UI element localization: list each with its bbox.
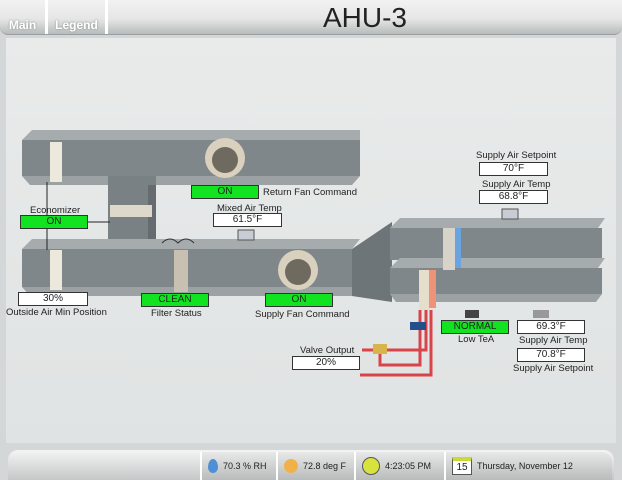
sensor-icon	[533, 310, 549, 318]
low-tea-status[interactable]: NORMAL	[441, 320, 509, 334]
economizer-status[interactable]: ON	[20, 215, 88, 229]
hot-water-pipes	[360, 310, 433, 377]
header-bar: Main Legend AHU-3	[0, 0, 622, 35]
heating-coil-icon	[419, 270, 436, 310]
valve-icon	[373, 322, 426, 354]
supply-duct	[22, 222, 392, 302]
return-fan-label: Return Fan Command	[263, 187, 357, 198]
date-value: Thursday, November 12	[477, 461, 573, 471]
upper-setpoint-value[interactable]: 70°F	[479, 162, 548, 176]
supply-fan-status[interactable]: ON	[265, 293, 333, 307]
valve-output-label: Valve Output	[300, 345, 355, 356]
return-duct	[22, 130, 360, 185]
cooling-coil-icon	[443, 228, 461, 270]
time-readout: 4:23:05 PM	[354, 452, 444, 480]
outside-air-min-label: Outside Air Min Position	[6, 307, 107, 318]
page-title: AHU-3	[322, 2, 407, 33]
calendar-icon: 15	[452, 457, 472, 475]
date-readout: 15 Thursday, November 12	[444, 452, 612, 480]
low-tea-label: Low TeA	[458, 334, 495, 345]
temperature-value: 72.8 deg F	[303, 461, 347, 471]
damper-icon	[46, 142, 152, 290]
lower-supply-temp-label: Supply Air Temp	[519, 335, 588, 346]
sensor-icon	[237, 229, 255, 241]
humidity-value: 70.3 % RH	[223, 461, 267, 471]
valve-output-value[interactable]: 20%	[292, 356, 360, 370]
filter-icon	[161, 238, 195, 292]
mixed-air-label: Mixed Air Temp	[217, 203, 282, 214]
fan-icon	[205, 138, 318, 290]
humidity-readout: 70.3 % RH	[200, 452, 276, 480]
supply-fan-label: Supply Fan Command	[255, 309, 350, 320]
sensor-icon	[465, 310, 479, 318]
weather-icon	[284, 459, 298, 473]
water-drop-icon	[208, 459, 218, 473]
lower-setpoint-label: Supply Air Setpoint	[513, 363, 594, 374]
lower-setpoint-value[interactable]: 70.8°F	[517, 348, 585, 362]
filter-status[interactable]: CLEAN	[141, 293, 209, 307]
upper-supply-temp-label: Supply Air Temp	[482, 179, 551, 190]
time-value: 4:23:05 PM	[385, 461, 432, 471]
mixed-air-value[interactable]: 61.5°F	[213, 213, 282, 227]
upper-setpoint-label: Supply Air Setpoint	[476, 150, 557, 161]
outside-air-min-value[interactable]: 30%	[18, 292, 88, 306]
temperature-readout: 72.8 deg F	[276, 452, 354, 480]
clock-icon	[362, 457, 380, 475]
upper-supply-temp-value[interactable]: 68.8°F	[479, 190, 548, 204]
filter-status-label: Filter Status	[151, 308, 202, 319]
lower-supply-temp-value[interactable]: 69.3°F	[517, 320, 585, 334]
tab-legend[interactable]: Legend	[48, 0, 108, 34]
tab-main[interactable]: Main	[0, 0, 48, 34]
return-fan-status[interactable]: ON	[191, 185, 259, 199]
sensor-icon	[501, 208, 519, 220]
economizer-label: Economizer	[30, 205, 81, 216]
